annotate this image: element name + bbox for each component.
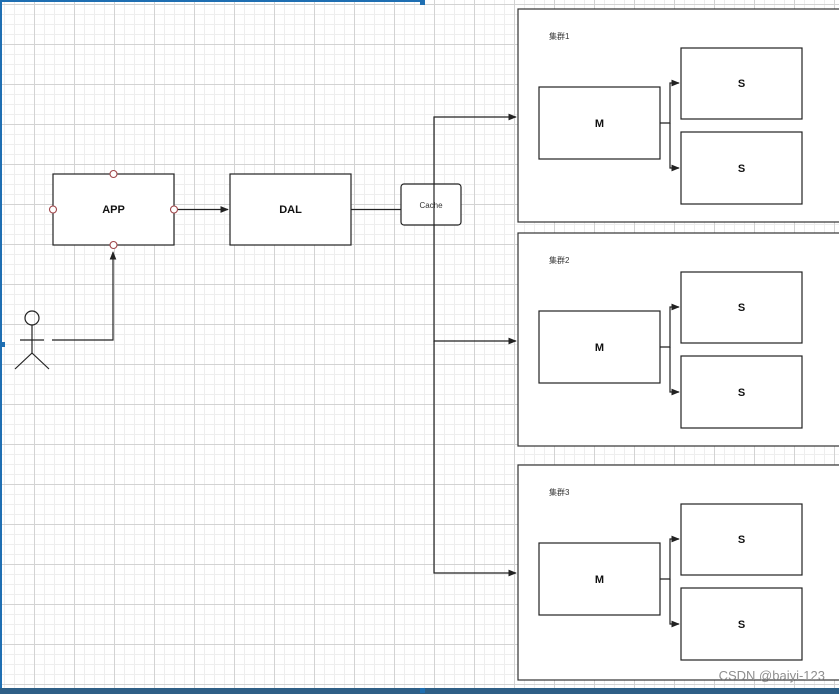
- cluster-2-slave-1-label: S: [738, 302, 745, 314]
- cluster-1-title: 集群1: [549, 31, 570, 41]
- cluster-3-master-label: M: [595, 574, 604, 586]
- app-port-bottom[interactable]: [109, 240, 118, 250]
- user-actor-icon: [14, 310, 50, 370]
- app-port-right[interactable]: [169, 205, 179, 214]
- selection-frame-bottom: [0, 688, 839, 694]
- cluster-2-slave-1-node[interactable]: [680, 271, 803, 344]
- dal-node[interactable]: DAL: [229, 173, 352, 246]
- cluster-3-replication-connector-1: [660, 535, 680, 580]
- cluster-3-slave-2-node[interactable]: [680, 587, 803, 661]
- cluster-1-slave-1-node[interactable]: [680, 47, 803, 120]
- selection-frame-top: [0, 0, 425, 2]
- watermark: CSDN @baiyi-123: [718, 668, 825, 683]
- cluster-3-replication-connector-2: [669, 579, 680, 628]
- cluster-3-title: 集群3: [549, 487, 570, 497]
- cluster-2-master-label: M: [595, 342, 604, 354]
- resize-handle-left[interactable]: [0, 342, 5, 347]
- selection-frame-left: [0, 0, 2, 694]
- app-label: APP: [102, 204, 125, 216]
- cluster-1-replication-connector-1: [660, 79, 680, 124]
- cache-label: Cache: [419, 201, 443, 210]
- resize-handle-bottom[interactable]: [420, 688, 425, 693]
- app-node[interactable]: APP: [48, 169, 179, 250]
- cache-to-cluster3-connector: [433, 341, 517, 577]
- cache-node[interactable]: Cache: [400, 183, 462, 226]
- app-port-left[interactable]: [48, 205, 58, 214]
- cluster-2[interactable]: 集群2 M S S: [517, 232, 839, 447]
- cluster-1-master-node[interactable]: [538, 86, 661, 160]
- cluster-3-slave-1-node[interactable]: [680, 503, 803, 576]
- dal-label: DAL: [279, 204, 302, 216]
- cluster-2-slave-2-label: S: [738, 387, 745, 399]
- cluster-2-slave-2-node[interactable]: [680, 355, 803, 429]
- user-to-app-connector: [52, 251, 117, 341]
- cluster-1-replication-connector-2: [669, 123, 680, 172]
- cluster-2-title: 集群2: [549, 255, 570, 265]
- cluster-1[interactable]: 集群1 M S S: [517, 8, 839, 223]
- cluster-1-master-label: M: [595, 118, 604, 130]
- cluster-2-replication-connector-2: [669, 347, 680, 396]
- cluster-3[interactable]: 集群3 M S S: [517, 464, 839, 681]
- cache-to-cluster2-connector: [433, 225, 517, 345]
- cluster-1-slave-1-label: S: [738, 78, 745, 90]
- cluster-1-slave-2-node[interactable]: [680, 131, 803, 205]
- cluster-1-slave-2-label: S: [738, 163, 745, 175]
- cluster-2-master-node[interactable]: [538, 310, 661, 384]
- resize-handle-top[interactable]: [420, 0, 425, 5]
- cluster-2-replication-connector-1: [660, 303, 680, 348]
- cluster-3-slave-2-label: S: [738, 619, 745, 631]
- cluster-3-slave-1-label: S: [738, 534, 745, 546]
- app-port-top[interactable]: [109, 169, 118, 179]
- cache-to-cluster1-connector: [433, 113, 517, 225]
